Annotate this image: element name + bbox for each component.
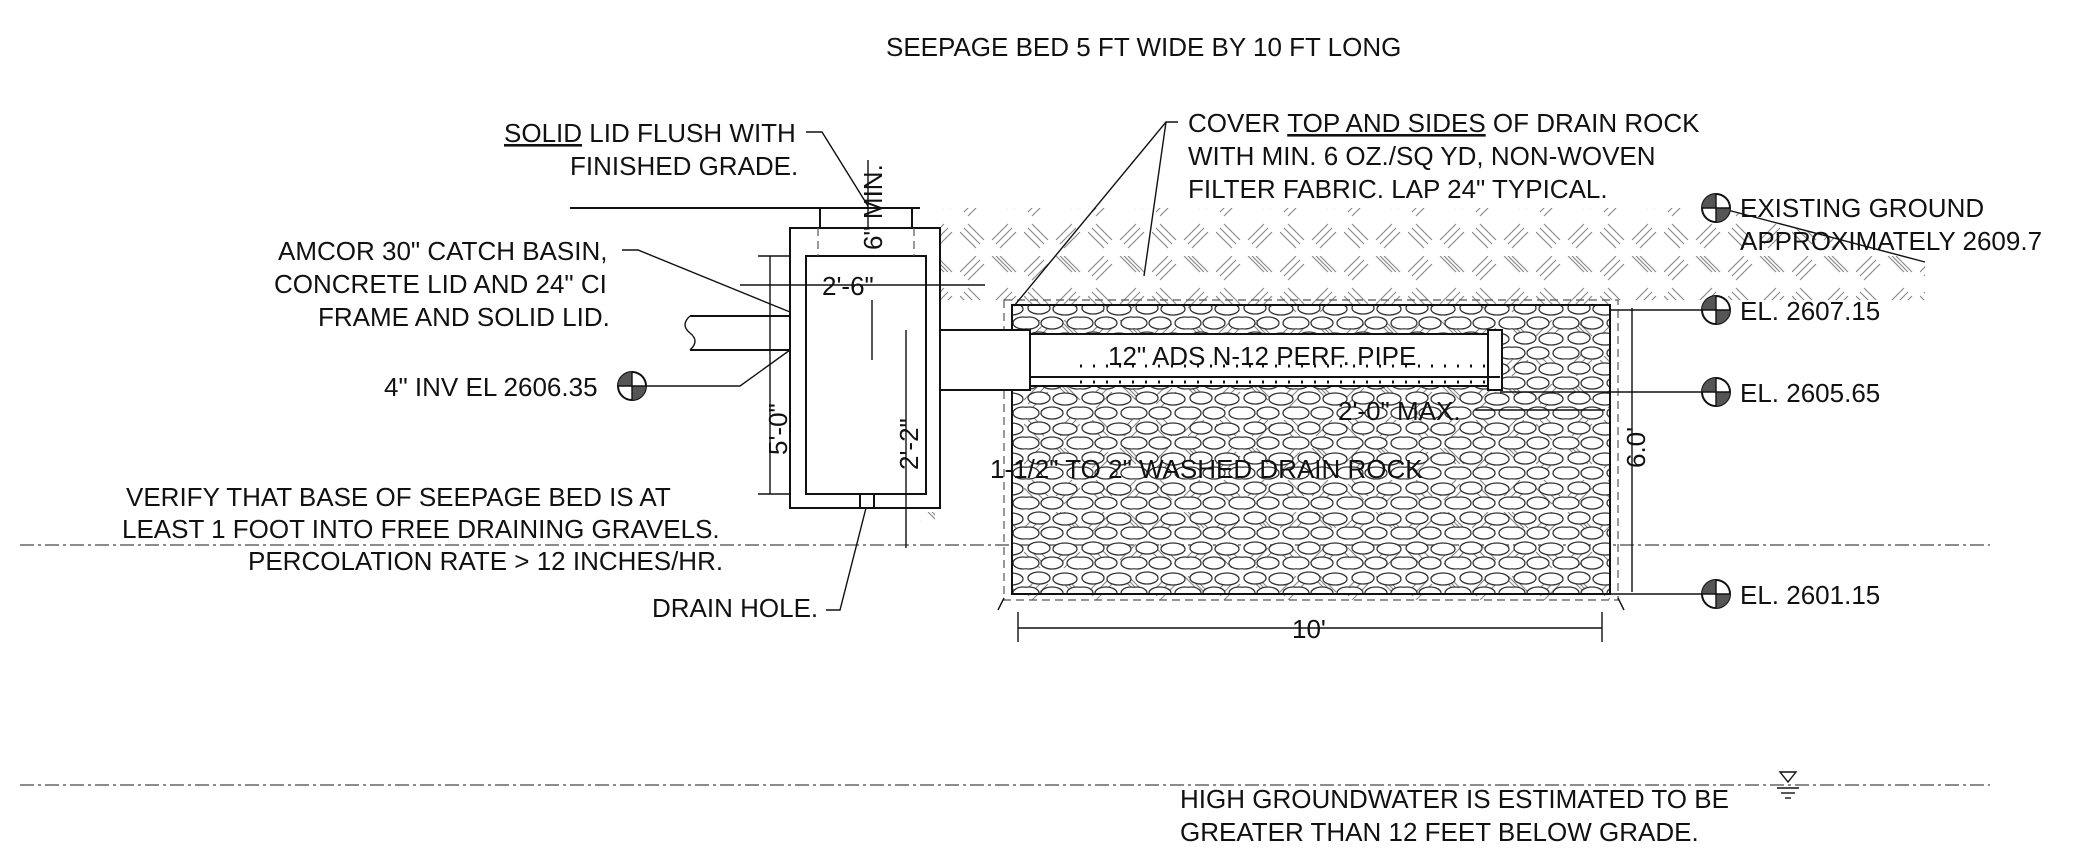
basin-note-line3: FRAME AND SOLID LID. xyxy=(318,302,610,332)
groundwater-note-line2: GREATER THAN 12 FEET BELOW GRADE. xyxy=(1180,817,1699,847)
inv-el-leader xyxy=(646,349,791,387)
el-bottom-marker-icon xyxy=(1701,579,1731,609)
fabric-lap-right xyxy=(1617,597,1625,611)
cover-note-leader-b xyxy=(1143,121,1167,277)
lid-note-solid: SOLID xyxy=(504,118,582,148)
el-pipe-marker-icon xyxy=(1701,377,1731,407)
basin-width-dim: 2'-6" xyxy=(822,271,874,301)
inv-el-label: 4" INV EL 2606.35 xyxy=(384,372,598,402)
drain-rock-label: 1-1/2" TO 2" WASHED DRAIN ROCK xyxy=(990,454,1423,484)
pipe-label: 12" ADS N-12 PERF. PIPE xyxy=(1108,341,1416,371)
soil-edge-line xyxy=(1719,207,1926,263)
verify-note-line1: VERIFY THAT BASE OF SEEPAGE BED IS AT xyxy=(126,482,671,512)
basin-note-leader xyxy=(622,249,791,313)
basin-note-line1: AMCOR 30" CATCH BASIN, xyxy=(278,236,607,266)
cover-note-underlined: TOP AND SIDES xyxy=(1287,108,1485,138)
existing-ground-elevation: APPROXIMATELY 2609.7 xyxy=(1740,226,2042,256)
lid-note-leader xyxy=(806,131,869,207)
cover-note-line1: COVER TOP AND SIDES OF DRAIN ROCK xyxy=(1188,108,1700,138)
basin-height-dim: 5'-0" xyxy=(763,403,793,455)
cover-note-pre: COVER xyxy=(1188,108,1287,138)
water-table-icon xyxy=(1777,771,1799,799)
outlet-pipe xyxy=(929,329,1031,391)
lid-note-flush: LID FLUSH WITH xyxy=(582,118,796,148)
drawing-title: SEEPAGE BED 5 FT WIDE BY 10 FT LONG xyxy=(886,32,1401,62)
cover-note-line3: FILTER FABRIC. LAP 24" TYPICAL. xyxy=(1188,174,1608,204)
drain-hole-leader xyxy=(826,507,867,611)
bed-depth-dim: 6.0' xyxy=(1621,427,1651,468)
groundwater-note-line1: HIGH GROUNDWATER IS ESTIMATED TO BE xyxy=(1180,784,1729,814)
drain-hole xyxy=(859,493,875,509)
el-pipe-label: EL. 2605.65 xyxy=(1740,378,1880,408)
lid-note-line2: FINISHED GRADE. xyxy=(570,151,798,181)
perforated-pipe-end-cap xyxy=(1487,329,1503,391)
el-bottom-label: EL. 2601.15 xyxy=(1740,580,1880,610)
lid-note-line1: SOLID LID FLUSH WITH xyxy=(504,118,796,148)
verify-note-line2: LEAST 1 FOOT INTO FREE DRAINING GRAVELS. xyxy=(122,514,720,544)
existing-ground-marker-icon xyxy=(1701,193,1731,223)
inv-el-marker-icon xyxy=(617,371,647,401)
cover-note-post: OF DRAIN ROCK xyxy=(1486,108,1700,138)
lid-min-dim: 6" MIN. xyxy=(858,164,888,250)
pipe-max-dim: 2'-0" MAX. xyxy=(1338,396,1461,426)
basin-note-line2: CONCRETE LID AND 24" CI xyxy=(274,269,607,299)
inlet-pipe-break xyxy=(684,315,696,351)
drain-hole-label: DRAIN HOLE. xyxy=(652,593,818,623)
filter-fabric-outline xyxy=(1003,299,1619,601)
basin-inner-dim: 2'-2" xyxy=(894,418,924,470)
el-top-marker-icon xyxy=(1701,295,1731,325)
inlet-pipe xyxy=(690,315,806,351)
verify-note-line3: PERCOLATION RATE > 12 INCHES/HR. xyxy=(248,546,723,576)
basin-lid xyxy=(819,207,913,229)
existing-ground-label: EXISTING GROUND xyxy=(1740,193,1984,223)
cover-note-line2: WITH MIN. 6 OZ./SQ YD, NON-WOVEN xyxy=(1188,141,1656,171)
el-top-label: EL. 2607.15 xyxy=(1740,296,1880,326)
bed-length-dim: 10' xyxy=(1292,614,1326,644)
fabric-lap-left xyxy=(997,597,1005,611)
